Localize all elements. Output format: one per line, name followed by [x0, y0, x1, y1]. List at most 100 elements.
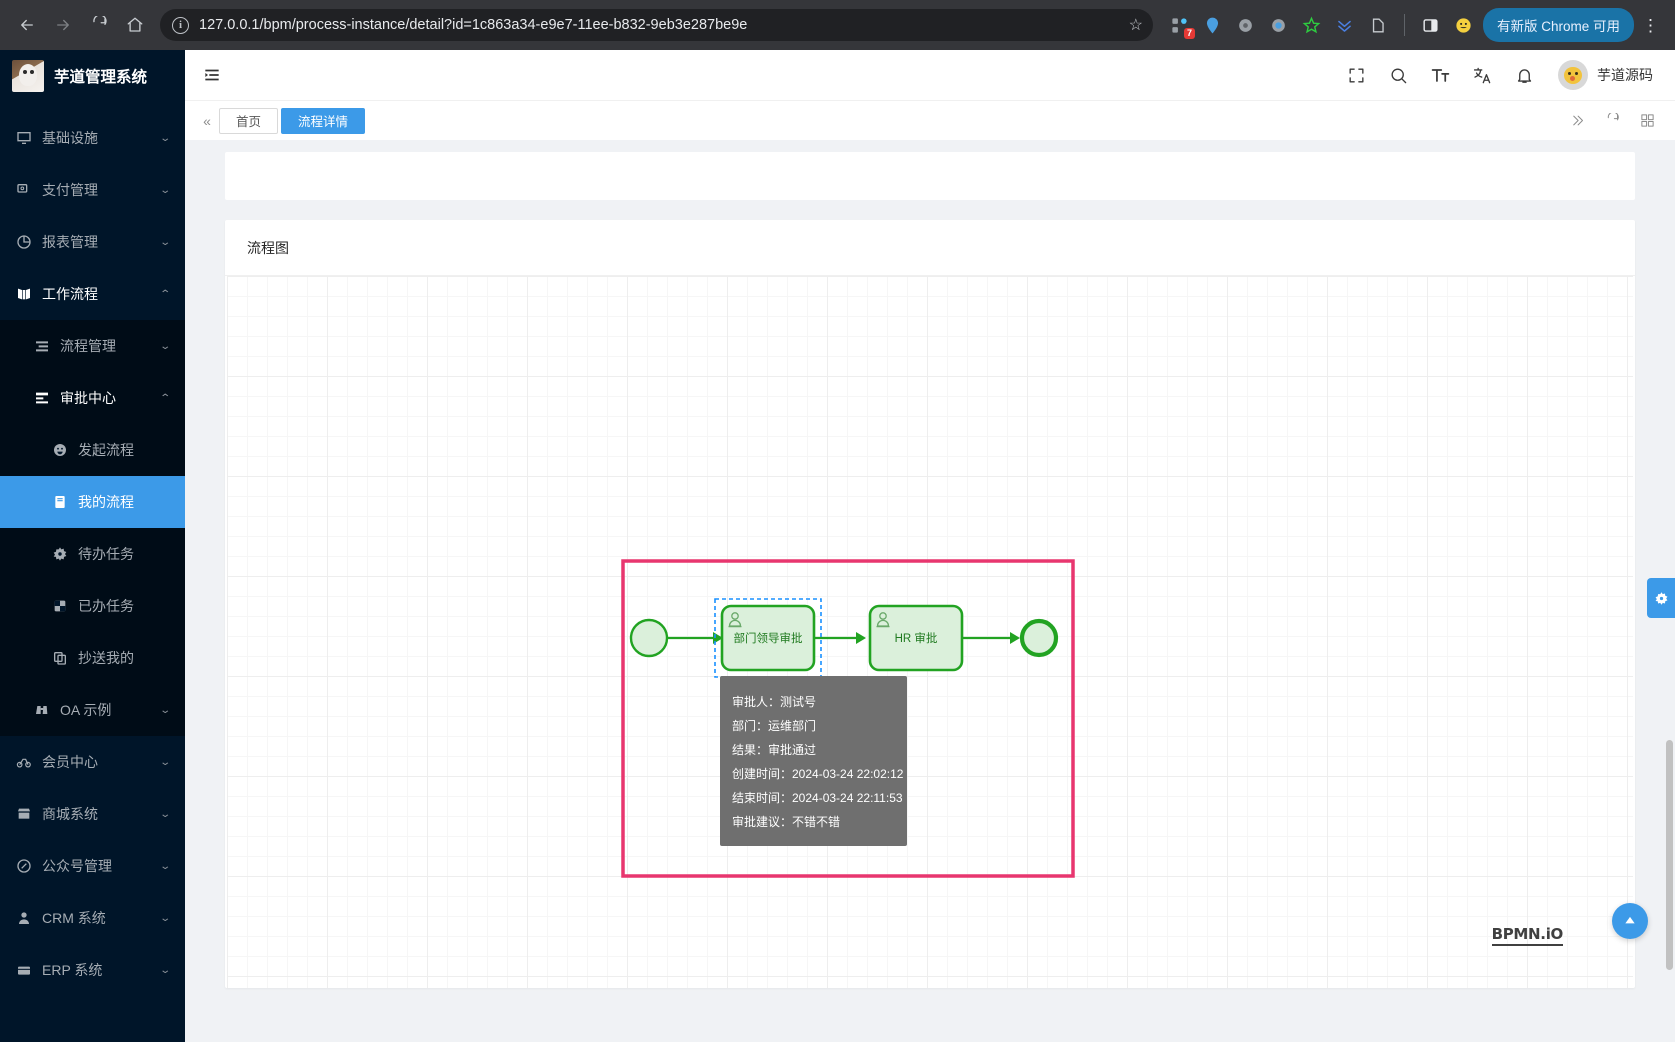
double-chevron-left-icon[interactable]: « [195, 113, 219, 129]
end-event-node[interactable] [1022, 621, 1056, 655]
sidebar-item-erp-system[interactable]: ERP 系统 ⌄ [0, 944, 185, 996]
sidebar-item-label: 支付管理 [42, 180, 151, 200]
start-event-node[interactable] [631, 620, 667, 656]
side-panel-icon[interactable] [1420, 14, 1442, 36]
double-chevron-right-icon[interactable] [1570, 113, 1585, 128]
page-scrollbar[interactable] [1666, 740, 1673, 970]
chevron-up-icon: ⌃ [159, 289, 171, 300]
tab-bar-actions [1570, 113, 1665, 128]
browser-toolbar: i 127.0.0.1/bpm/process-instance/detail?… [0, 0, 1675, 50]
bicycle-icon [16, 754, 32, 770]
chevron-down-icon: ⌄ [159, 133, 171, 144]
chevron-down-icon: ⌄ [159, 861, 171, 872]
search-icon[interactable] [1388, 65, 1408, 85]
user-profile[interactable]: 芋道源码 [1558, 60, 1653, 90]
list-icon [34, 338, 50, 354]
refresh-icon[interactable] [1605, 113, 1620, 128]
sidebar-item-label: 会员中心 [42, 752, 151, 772]
arrow-up-icon [1623, 914, 1637, 928]
sidebar-item-my-process[interactable]: 我的流程 [0, 476, 185, 528]
sidebar-logo[interactable]: 芋道管理系统 [0, 50, 185, 102]
location-pin-icon[interactable] [1202, 14, 1224, 36]
sidebar-submenu-workflow: 流程管理 ⌄ 审批中心 ⌃ 发起流程 我的流程 [0, 320, 185, 736]
sidebar-item-crm-system[interactable]: CRM 系统 ⌄ [0, 892, 185, 944]
chrome-update-button[interactable]: 有新版 Chrome 可用 [1483, 8, 1634, 42]
shop-icon [16, 806, 32, 822]
extension-grid-icon[interactable]: 7 [1169, 14, 1191, 36]
sidebar-item-cc-to-me[interactable]: 抄送我的 [0, 632, 185, 684]
smiley-icon [52, 442, 68, 458]
sidebar-item-start-process[interactable]: 发起流程 [0, 424, 185, 476]
sidebar-item-report[interactable]: 报表管理 ⌄ [0, 216, 185, 268]
kebab-menu-icon[interactable]: ⋮ [1636, 17, 1665, 34]
sidebar-item-member-center[interactable]: 会员中心 ⌄ [0, 736, 185, 788]
notification-bell-icon[interactable] [1514, 65, 1534, 85]
settings-drawer-button[interactable] [1647, 578, 1675, 618]
address-bar[interactable]: i 127.0.0.1/bpm/process-instance/detail?… [160, 9, 1153, 41]
forward-arrow-icon[interactable] [46, 8, 80, 42]
sidebar-item-done-task[interactable]: 已办任务 [0, 580, 185, 632]
card-title: 流程图 [225, 220, 1635, 276]
sidebar-item-todo-task[interactable]: 待办任务 [0, 528, 185, 580]
fullscreen-icon[interactable] [1346, 65, 1366, 85]
rabbit-logo-icon [12, 60, 44, 92]
sidebar-item-workflow[interactable]: 工作流程 ⌃ [0, 268, 185, 320]
double-chevron-down-icon[interactable] [1334, 14, 1356, 36]
sidebar-item-label: CRM 系统 [42, 908, 151, 928]
clipboard-icon[interactable] [1367, 14, 1389, 36]
sidebar-item-approval-center[interactable]: 审批中心 ⌃ [0, 372, 185, 424]
gear-icon [1654, 591, 1669, 606]
tooltip-create-time: 创建时间：2024-03-24 22:02:12 [720, 762, 907, 786]
profile-emoji-icon[interactable] [1453, 14, 1475, 36]
translate-icon[interactable] [1472, 65, 1492, 85]
sidebar-item-label: OA 示例 [60, 700, 151, 720]
site-info-icon[interactable]: i [172, 17, 189, 34]
sidebar-menu: 基础设施 ⌄ 支付管理 ⌄ 报表管理 ⌄ 工作流程 ⌃ [0, 102, 185, 996]
sidebar-item-label: 报表管理 [42, 232, 151, 252]
star-outline-green-icon[interactable] [1301, 14, 1323, 36]
compass-icon [16, 858, 32, 874]
sidebar-item-label: 发起流程 [78, 440, 169, 460]
sidebar-item-oa-example[interactable]: OA 示例 ⌄ [0, 684, 185, 736]
circle-blue-icon[interactable] [1268, 14, 1290, 36]
sidebar-item-label: 流程管理 [60, 336, 151, 356]
chevron-down-icon: ⌄ [159, 237, 171, 248]
sidebar-item-infrastructure[interactable]: 基础设施 ⌄ [0, 112, 185, 164]
flow-chart-card: 流程图 [225, 220, 1635, 988]
chevron-down-icon: ⌄ [159, 185, 171, 196]
binoculars-icon [34, 702, 50, 718]
flow-arrow-3 [1010, 632, 1020, 644]
sidebar-item-process-management[interactable]: 流程管理 ⌄ [0, 320, 185, 372]
sidebar-item-payment[interactable]: 支付管理 ⌄ [0, 164, 185, 216]
back-to-top-button[interactable] [1612, 903, 1648, 939]
font-size-icon[interactable] [1430, 65, 1450, 85]
flow-arrow-2 [856, 632, 866, 644]
tab-process-detail[interactable]: 流程详情 [281, 108, 365, 134]
chevron-down-icon: ⌄ [159, 757, 171, 768]
bookmark-star-icon[interactable]: ☆ [1129, 15, 1143, 35]
copy-icon [52, 650, 68, 666]
payment-icon [16, 182, 32, 198]
reload-icon[interactable] [82, 8, 116, 42]
chevron-down-icon: ⌄ [159, 965, 171, 976]
bpmn-diagram: 部门领导审批 HR 审批 [227, 276, 1485, 988]
sidebar-item-label: 已办任务 [78, 596, 169, 616]
chevron-down-icon: ⌄ [159, 341, 171, 352]
sidebar-item-official-account[interactable]: 公众号管理 ⌄ [0, 840, 185, 892]
back-arrow-icon[interactable] [10, 8, 44, 42]
puzzle-gray-icon[interactable] [1235, 14, 1257, 36]
sidebar-item-mall-system[interactable]: 商城系统 ⌄ [0, 788, 185, 840]
detail-card-top [225, 152, 1635, 200]
grid-layout-icon[interactable] [1640, 113, 1655, 128]
tab-home[interactable]: 首页 [219, 108, 278, 134]
gear-icon [52, 546, 68, 562]
bpmn-io-watermark[interactable]: BPMN.iO [1492, 925, 1563, 946]
tooltip-approval-comment: 审批建议：不错不错 [720, 810, 907, 834]
home-icon[interactable] [118, 8, 152, 42]
sidebar-item-label: 待办任务 [78, 544, 169, 564]
user-icon [16, 910, 32, 926]
menu-collapse-icon[interactable] [203, 67, 221, 83]
tab-bar: « 首页 流程详情 [185, 100, 1675, 140]
main-area: 芋道源码 « 首页 流程详情 流程图 [185, 50, 1675, 1042]
bpmn-canvas[interactable]: 部门领导审批 HR 审批 [227, 276, 1633, 988]
